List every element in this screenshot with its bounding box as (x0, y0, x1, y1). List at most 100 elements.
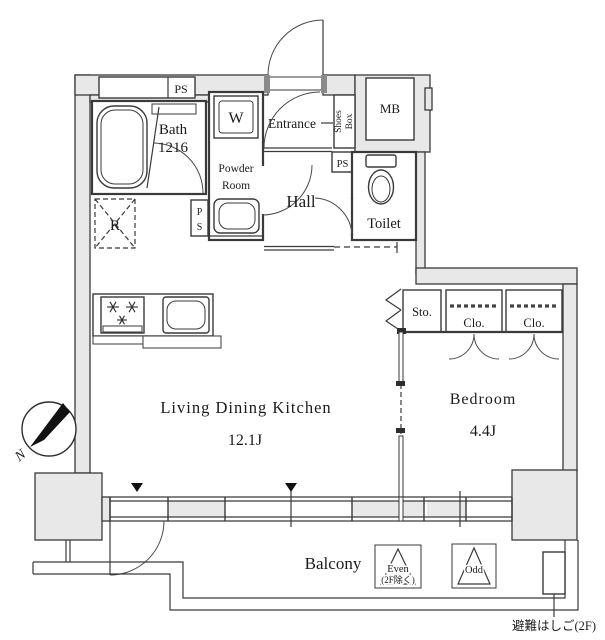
ps-left-label-2: S (197, 222, 203, 233)
washer-box-inner (218, 100, 254, 134)
bath-divider-line (146, 106, 160, 189)
toilet-bowl-inner (371, 175, 391, 203)
storage-box (402, 289, 442, 333)
fridge-diag1 (94, 198, 136, 249)
ps-hall-label: PS (337, 159, 349, 170)
balcony-door-arc (109, 520, 165, 576)
partition-tick-top (396, 381, 405, 386)
fridge-label: R (110, 218, 120, 234)
bedroom-size-label: 4.4J (470, 423, 496, 440)
evacuation-ladder (542, 551, 566, 595)
closet-left-door-arc2 (473, 333, 500, 360)
door-swing-arc (267, 19, 324, 76)
wall-step (415, 267, 578, 285)
column-bottom-left (34, 472, 103, 541)
storage-label: Sto. (412, 305, 432, 319)
toilet-tank (365, 154, 397, 168)
powder-room-label-1: Powder (218, 163, 253, 175)
window-pane-1 (168, 501, 225, 517)
closet-left-door-arc1 (448, 333, 475, 360)
sink-inner (166, 300, 206, 330)
toilet-label: Toilet (367, 216, 401, 232)
hatch-odd-label: Odd (465, 565, 484, 576)
shoes-box-label-2: Box (345, 113, 355, 129)
hatch-even-triangle (380, 547, 416, 585)
ldk-size-label: 12.1J (228, 432, 262, 449)
door-jamb-right (321, 75, 327, 93)
stove-grill (102, 325, 143, 333)
kitchen (92, 293, 222, 349)
bath-door-arc (152, 142, 204, 194)
partition-wall-lower (398, 435, 404, 498)
powder-room: W Powder Room (207, 90, 313, 242)
ps-left-label-1: P (197, 207, 203, 218)
window-panes (168, 501, 466, 517)
ldk-label: Living Dining Kitchen (160, 398, 331, 417)
entrance-door (264, 19, 327, 93)
partition-wall-upper (398, 331, 404, 383)
window-marker-triangle-2 (285, 483, 297, 492)
washbasin-inner (218, 202, 256, 230)
room-partition (396, 331, 405, 498)
fridge-box (94, 198, 136, 249)
hatch-odd-triangle (457, 546, 491, 585)
door-threshold (267, 76, 324, 91)
closet-left-label: Clo. (463, 316, 484, 330)
ps-left-box (190, 199, 209, 237)
partition-tick-bottom (396, 428, 405, 433)
bathtub-inner (100, 109, 144, 185)
toilet-door-arc (314, 197, 353, 237)
balcony-label: Balcony (305, 554, 362, 573)
partition-through-window (398, 496, 404, 522)
hatch-even-label-2: (2F除く) (381, 574, 415, 585)
wall-top-mid (322, 74, 356, 96)
shoes-box: Shoes Box (333, 94, 356, 149)
powder-room-label-2: Room (222, 180, 250, 192)
refrigerator-space: R (94, 198, 136, 249)
closet-row: Sto. Clo. Clo. (384, 288, 563, 360)
wall-right-lower (562, 283, 578, 473)
wall-right-upper (415, 151, 426, 275)
bathroom: Bath 1216 (90, 99, 208, 196)
column-bottom-right (511, 469, 578, 541)
closet-right-box (505, 289, 563, 333)
powder-door-arc (261, 164, 313, 216)
counter-front-right (142, 335, 222, 349)
compass: N (12, 401, 77, 466)
balcony: Balcony Even (2F除く) Odd 避難はしご(2F) (32, 540, 596, 633)
wall-left (74, 74, 91, 474)
closet-right-door-arc1 (508, 333, 535, 360)
stove-burners (107, 301, 138, 325)
window-pane-2 (352, 501, 424, 517)
hatch-even-label-1: Even (387, 564, 409, 575)
ps-top-box (98, 76, 196, 99)
fridge-diag2 (94, 198, 136, 249)
entrance-label: Entrance (268, 116, 316, 131)
entrance-hall: Entrance Hall (263, 91, 398, 253)
wall-end-tick-storage (397, 328, 406, 334)
ps-top-label: PS (174, 82, 187, 96)
compass-needle (30, 403, 70, 447)
storage-bifold-door (384, 288, 402, 332)
wall-notch-right (424, 87, 433, 111)
wall-stub-window (101, 496, 111, 522)
bath-shelf (151, 103, 197, 115)
washer-label: W (228, 110, 244, 127)
compass-north-label: N (12, 447, 30, 466)
powder-door-opening (259, 166, 267, 214)
evacuation-ladder-label: 避難はしご(2F) (512, 618, 596, 633)
window-marker-triangle-1 (131, 483, 143, 492)
counter-front-left (92, 335, 144, 345)
window-mullions (109, 497, 513, 521)
closet-right-door-arc2 (533, 333, 560, 360)
service-boxes: PS MB PS P S (98, 76, 415, 237)
entrance-inner-door-arc (263, 91, 321, 149)
hall-label: Hall (286, 192, 316, 211)
shoes-box-labels: Shoes Box (334, 110, 355, 133)
window-pane-3 (427, 501, 466, 517)
bath-size-label: 1216 (158, 140, 189, 156)
door-jamb-left (264, 75, 270, 93)
closet-right-label: Clo. (523, 316, 544, 330)
